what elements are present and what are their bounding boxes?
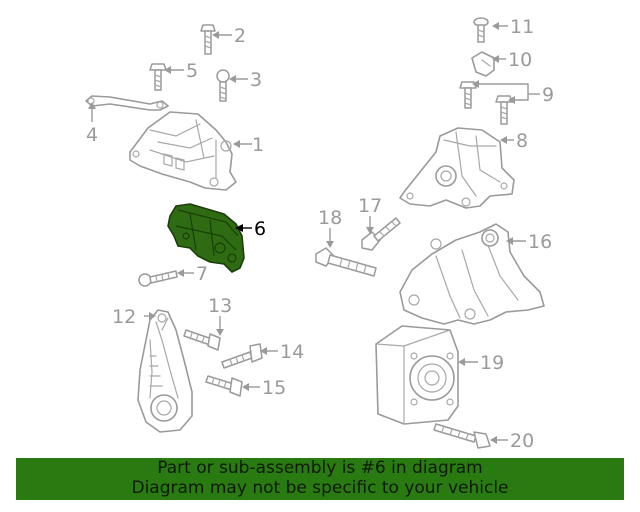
callout-16[interactable]: 16: [528, 231, 552, 253]
callout-1[interactable]: 1: [252, 134, 264, 156]
bolt-14[interactable]: [221, 343, 263, 369]
bolt-17[interactable]: [361, 217, 401, 251]
bolt-15[interactable]: [205, 375, 243, 397]
callout-6[interactable]: 6: [254, 218, 266, 240]
banner-line-part-number: Part or sub-assembly is #6 in diagram: [157, 458, 483, 478]
callout-4[interactable]: 4: [86, 124, 98, 146]
callout-8[interactable]: 8: [516, 130, 528, 152]
bolt-9a[interactable]: [459, 81, 477, 109]
bolt-7[interactable]: [138, 270, 178, 287]
callout-11[interactable]: 11: [510, 16, 534, 38]
bolt-5[interactable]: [149, 63, 167, 91]
bolt-13[interactable]: [183, 329, 221, 351]
part-8-bracket[interactable]: [399, 127, 515, 209]
callout-numbers: 1 2 3 4 5 6 7 8 9 10 11 12 13 14 15 16 1…: [86, 16, 554, 452]
part-info-banner: Part or sub-assembly is #6 in diagram Di…: [16, 458, 624, 500]
callout-14[interactable]: 14: [280, 341, 304, 363]
part-19-bushing[interactable]: [375, 325, 459, 425]
callout-18[interactable]: 18: [318, 207, 342, 229]
part-12-strut-mount[interactable]: [137, 309, 193, 433]
bolt-20[interactable]: [433, 423, 491, 449]
part-1-mount[interactable]: [129, 111, 237, 191]
parts-diagram: 1 2 3 4 5 6 7 8 9 10 11 12 13 14 15 16 1…: [85, 16, 554, 452]
bolt-18[interactable]: [315, 247, 377, 277]
banner-line-disclaimer: Diagram may not be specific to your vehi…: [131, 478, 509, 498]
callout-19[interactable]: 19: [480, 352, 504, 374]
part-10-clip[interactable]: [471, 51, 495, 77]
part-6-mount-highlighted[interactable]: [167, 203, 245, 273]
callout-9[interactable]: 9: [542, 84, 554, 106]
callout-13[interactable]: 13: [208, 295, 232, 317]
callout-15[interactable]: 15: [262, 377, 286, 399]
bolt-9b[interactable]: [495, 95, 513, 125]
callout-2[interactable]: 2: [234, 25, 246, 47]
callout-17[interactable]: 17: [358, 195, 382, 217]
callout-12[interactable]: 12: [112, 306, 136, 328]
callout-20[interactable]: 20: [510, 430, 534, 452]
callout-10[interactable]: 10: [508, 49, 532, 71]
callout-7[interactable]: 7: [196, 263, 208, 285]
bolt-3[interactable]: [216, 69, 230, 102]
part-4-brace[interactable]: [85, 95, 169, 111]
leader-arrows: [88, 22, 515, 444]
callout-5[interactable]: 5: [186, 60, 198, 82]
bolt-2[interactable]: [200, 24, 216, 55]
part-16-bracket[interactable]: [399, 223, 545, 325]
bolt-11[interactable]: [473, 17, 489, 43]
callout-3[interactable]: 3: [250, 69, 262, 91]
